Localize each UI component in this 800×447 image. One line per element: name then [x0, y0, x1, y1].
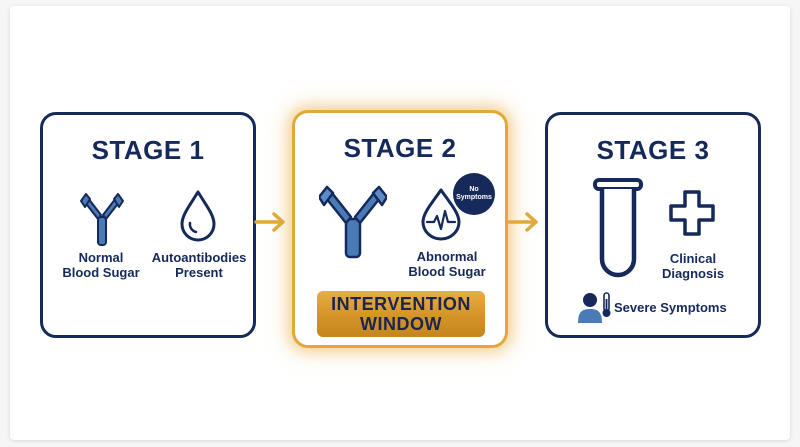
stage-3-title: STAGE 3 [596, 135, 710, 165]
intervention-window-banner: INTERVENTION WINDOW [317, 291, 485, 337]
stage-1-title: STAGE 1 [91, 135, 205, 165]
arrow-right-icon [254, 212, 285, 232]
severe-symptoms-label: Severe Symptoms [614, 300, 727, 315]
antibody-icon [319, 185, 387, 259]
medical-cross-icon [669, 190, 715, 236]
blood-drop-icon [180, 190, 216, 242]
blood-drop-pulse-icon [421, 188, 461, 241]
stage-1-label-2: Autoantibodies Present [151, 250, 247, 280]
stage-3-label-2: Clinical Diagnosis [661, 251, 725, 281]
sick-person-thermometer-icon [578, 292, 611, 323]
stage-1-label-1: Normal Blood Sugar [62, 250, 140, 280]
stage-2-card: STAGE 2 No Symptoms Abnormal Blood Sugar… [292, 110, 508, 348]
stage-2-title: STAGE 2 [343, 133, 457, 163]
no-symptoms-badge: No Symptoms [453, 173, 495, 215]
arrow-right-icon [507, 212, 538, 232]
stage-2-label-2: Abnormal Blood Sugar [408, 249, 486, 279]
antibody-icon [80, 193, 124, 246]
stage-1-card: STAGE 1 Normal Blood Sugar Autoantibodie… [40, 112, 256, 338]
stage-3-card: STAGE 3 Clinical Diagnosis Severe Sympto… [545, 112, 761, 338]
test-tube-icon [593, 178, 643, 278]
